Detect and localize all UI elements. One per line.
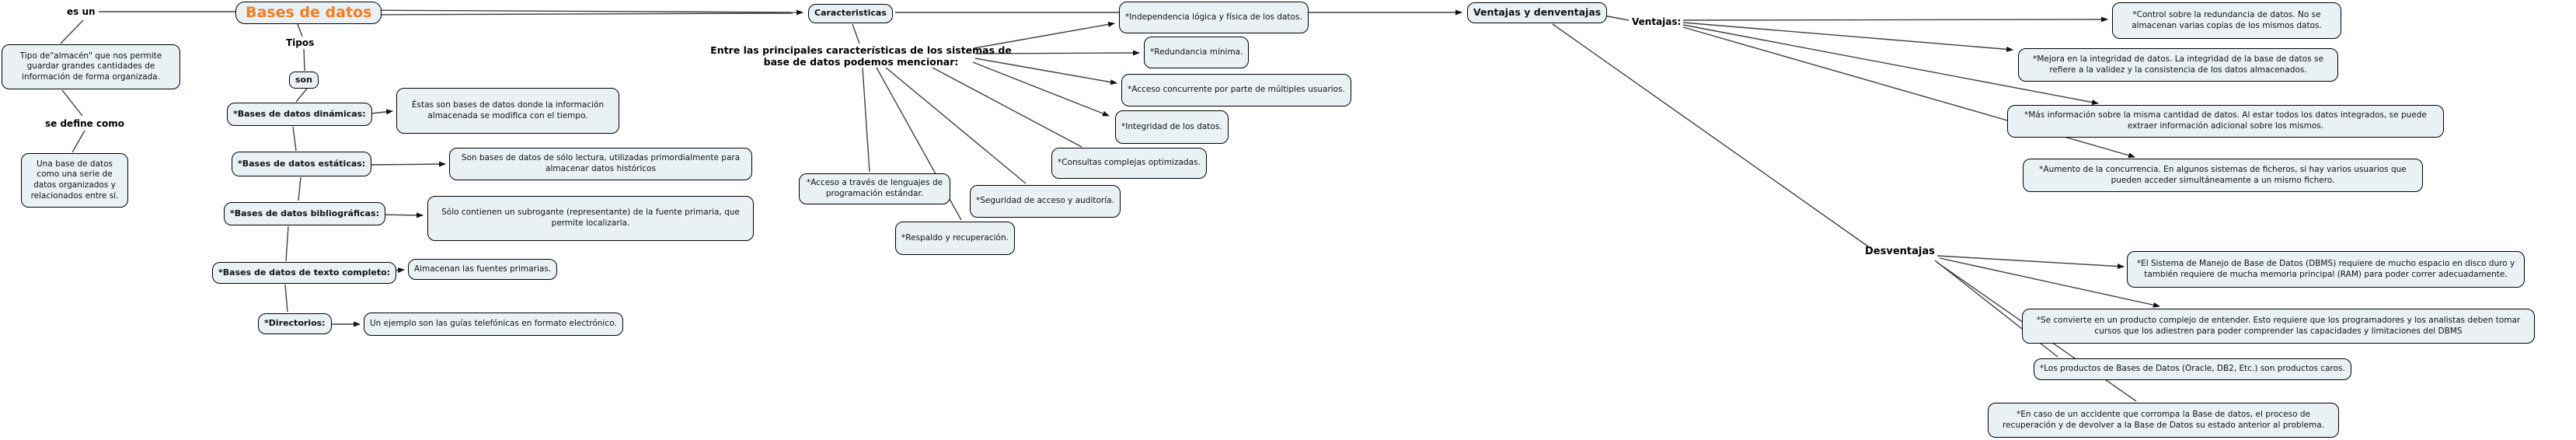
label-ventajas[interactable]: Ventajas: [1632,16,1682,27]
node-bases-dinamicas[interactable]: *Bases de datos dinámicas: [227,103,372,126]
label-se-define-como[interactable]: se define como [45,118,125,129]
node-directorios[interactable]: *Directorios: [258,313,332,334]
node-ventaja-concurrencia[interactable]: *Aumento de la concurrencia. En algunos … [2023,159,2423,192]
label-es-un[interactable]: es un [67,6,96,17]
node-desventaja-productos-caros[interactable]: *Los productos de Bases de Datos (Oracle… [2034,358,2351,380]
node-son[interactable]: son [289,72,319,89]
node-respaldo[interactable]: *Respaldo y recuperación. [895,222,1015,255]
node-ventajas-desventajas[interactable]: Ventajas y denventajas [1467,2,1608,23]
node-ventaja-mejora-integridad[interactable]: *Mejora en la integridad de datos. La in… [2018,48,2338,82]
node-directorios-desc[interactable]: Un ejemplo son las guías telefónicas en … [364,313,623,336]
node-bases-texto-completo[interactable]: *Bases de datos de texto completo: [212,262,397,284]
node-redundancia[interactable]: *Redundancia mínima. [1144,37,1250,68]
node-tipo-almacen[interactable]: Tipo de"almacén" que nos permite guardar… [2,44,180,89]
node-acceso-concurrente[interactable]: *Acceso concurrente por parte de múltipl… [1121,74,1351,107]
node-ventaja-control-redundancia[interactable]: *Control sobre la redundancia de datos. … [2112,2,2341,39]
node-ventaja-mas-informacion[interactable]: *Más información sobre la misma cantidad… [2007,105,2444,138]
node-consultas[interactable]: *Consultas complejas optimizadas. [1051,148,1207,179]
node-desventaja-accidente[interactable]: *En caso de un accidente que corrompa la… [1988,403,2339,438]
label-entre-principales[interactable]: Entre las principales características de… [710,44,1012,68]
node-desventaja-dbms-espacio[interactable]: *El Sistema de Manejo de Base de Datos (… [2127,251,2525,288]
node-bases-bibliograficas-desc[interactable]: Sólo contienen un subrogante (representa… [427,196,754,241]
node-bases-de-datos[interactable]: Bases de datos [235,2,382,24]
node-desventaja-producto-complejo[interactable]: *Se convierte en un producto complejo de… [2022,309,2535,344]
label-desventajas[interactable]: Desventajas [1865,246,1935,257]
node-bases-dinamicas-desc[interactable]: Éstas son bases de datos donde la inform… [396,88,619,134]
node-texto-completo-desc[interactable]: Almacenan las fuentes primarias. [408,259,558,280]
node-bases-estaticas-desc[interactable]: Son bases de datos de sólo lectura, util… [449,148,752,180]
node-seguridad[interactable]: *Seguridad de acceso y auditoría. [970,185,1121,218]
node-integridad[interactable]: *Integridad de los datos. [1115,110,1229,144]
label-tipos[interactable]: Tipos [286,37,315,48]
node-una-base-de-datos[interactable]: Una base de datos como una serie de dato… [21,153,128,208]
node-bases-estaticas[interactable]: *Bases de datos estáticas: [232,152,372,176]
node-caracteristicas[interactable]: Caracteristicas [808,4,893,23]
node-bases-bibliograficas[interactable]: *Bases de datos bibliográficas: [224,202,385,225]
node-independencia[interactable]: *Independencia lógica y física de los da… [1119,2,1309,33]
node-acceso-lenguajes[interactable]: *Acceso a través de lenguajes de program… [799,173,950,204]
